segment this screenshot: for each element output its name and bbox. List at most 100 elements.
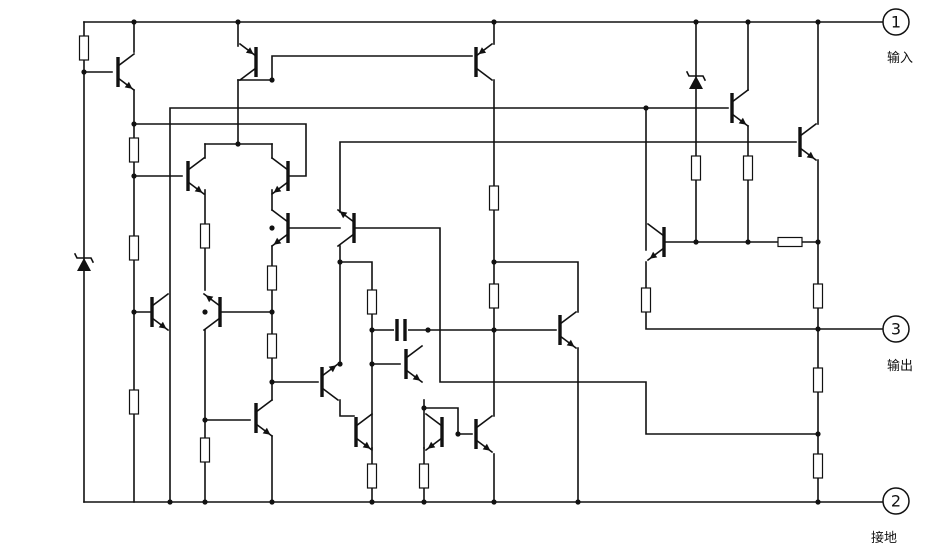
transistor-emitter-lead [336,232,356,248]
junction-dot [337,259,343,265]
transistor-emitter-lead [202,316,222,332]
junction-dot [745,19,751,25]
transistor-arrow [124,81,133,89]
npn-transistor [336,208,356,248]
junction-dot [131,309,137,315]
resistor [418,463,430,489]
resistor [812,283,824,309]
junction-dot [235,19,241,25]
npn-transistor [270,156,290,196]
junction-dot [269,77,275,83]
junction-dot [815,19,821,25]
npn-transistor [186,156,206,196]
transistor-arrow [566,339,575,347]
resistor [266,265,278,291]
junction-dot [491,327,497,333]
transistor-arrow [427,441,436,449]
junction-dots [81,19,821,505]
transistor-collector-lead [404,344,424,360]
wire-segment [355,227,819,435]
transistor-arrow [205,295,214,303]
wire-segment [169,107,647,503]
transistor-arrow [362,441,371,449]
resistor [488,185,500,211]
wires [83,21,883,503]
transistor-arrow [482,443,491,451]
terminal-output-circle [882,315,910,343]
junction-dot [455,431,461,437]
junction-dot [745,239,751,245]
npn-transistor [558,310,578,350]
junction-dot [815,499,821,505]
junction-dot [235,141,241,147]
transistor-collector-lead [254,398,274,414]
junction-dot [369,327,375,333]
transistor-collector-lead [270,156,290,172]
pnp-transistor [474,42,494,82]
transistor-arrow [158,321,167,329]
npn-transistor [202,292,222,332]
transistor-emitter-lead [320,386,340,402]
terminal-input: 1 输入 [882,8,913,66]
resistor [366,289,378,315]
terminal-input-number: 1 [891,13,901,32]
resistor [199,223,211,249]
transistor-arrow [649,251,658,259]
junction-dot [421,499,427,505]
terminal-output-label: 输出 [887,358,913,374]
npn-transistor [404,344,424,384]
transistor-collector-lead [474,414,494,430]
resistor [812,367,824,393]
resistor [128,235,140,261]
junction-dot [269,379,275,385]
junction-dot [269,309,275,315]
zener-diode-left [73,252,95,271]
junction-dot [815,431,821,437]
transistor-collector-lead [150,292,170,308]
npn-transistor [354,412,374,452]
resistor [366,463,378,489]
resistor [640,287,652,313]
junction-dot [693,239,699,245]
resistor [199,437,211,463]
transistor-arrow [194,185,203,193]
zener-triangle [689,76,703,89]
junction-dot [425,327,431,333]
npn-transistor [798,122,818,162]
capacitor [394,318,408,342]
junction-dot [337,361,343,367]
terminal-input-label: 输入 [887,50,913,66]
wire-segment [493,261,579,313]
wire-segment [237,55,473,81]
transistor-emitter-lead [238,66,258,82]
transistor-arrow [478,47,487,55]
zener-diodes [73,70,707,271]
junction-dot [131,19,137,25]
resistor [78,35,90,61]
transistor-collector-lead [730,88,750,104]
junction-dot [815,239,821,245]
junction-dot [202,499,208,505]
junction-dot [269,499,275,505]
wire-segment [645,261,819,330]
terminal-ground-circle [882,487,910,515]
resistor [690,155,702,181]
resistor [128,389,140,415]
npn-transistor [730,88,750,128]
junction-dot [202,309,208,315]
transistor-arrow [328,365,337,373]
junction-dot [269,225,275,231]
transistor-collector-lead [354,412,374,428]
transistor-collector-lead [646,222,666,238]
npn-transistor [150,292,170,332]
terminal-ground-label: 接地 [871,530,897,546]
npn-transistor [320,362,340,402]
junction-dot [491,19,497,25]
terminal-output: 3 输出 [882,315,913,374]
transistor-arrow [262,427,271,435]
junction-dot [202,417,208,423]
junction-dot [693,19,699,25]
transistor-arrow [245,47,254,55]
npn-transistor [270,208,290,248]
